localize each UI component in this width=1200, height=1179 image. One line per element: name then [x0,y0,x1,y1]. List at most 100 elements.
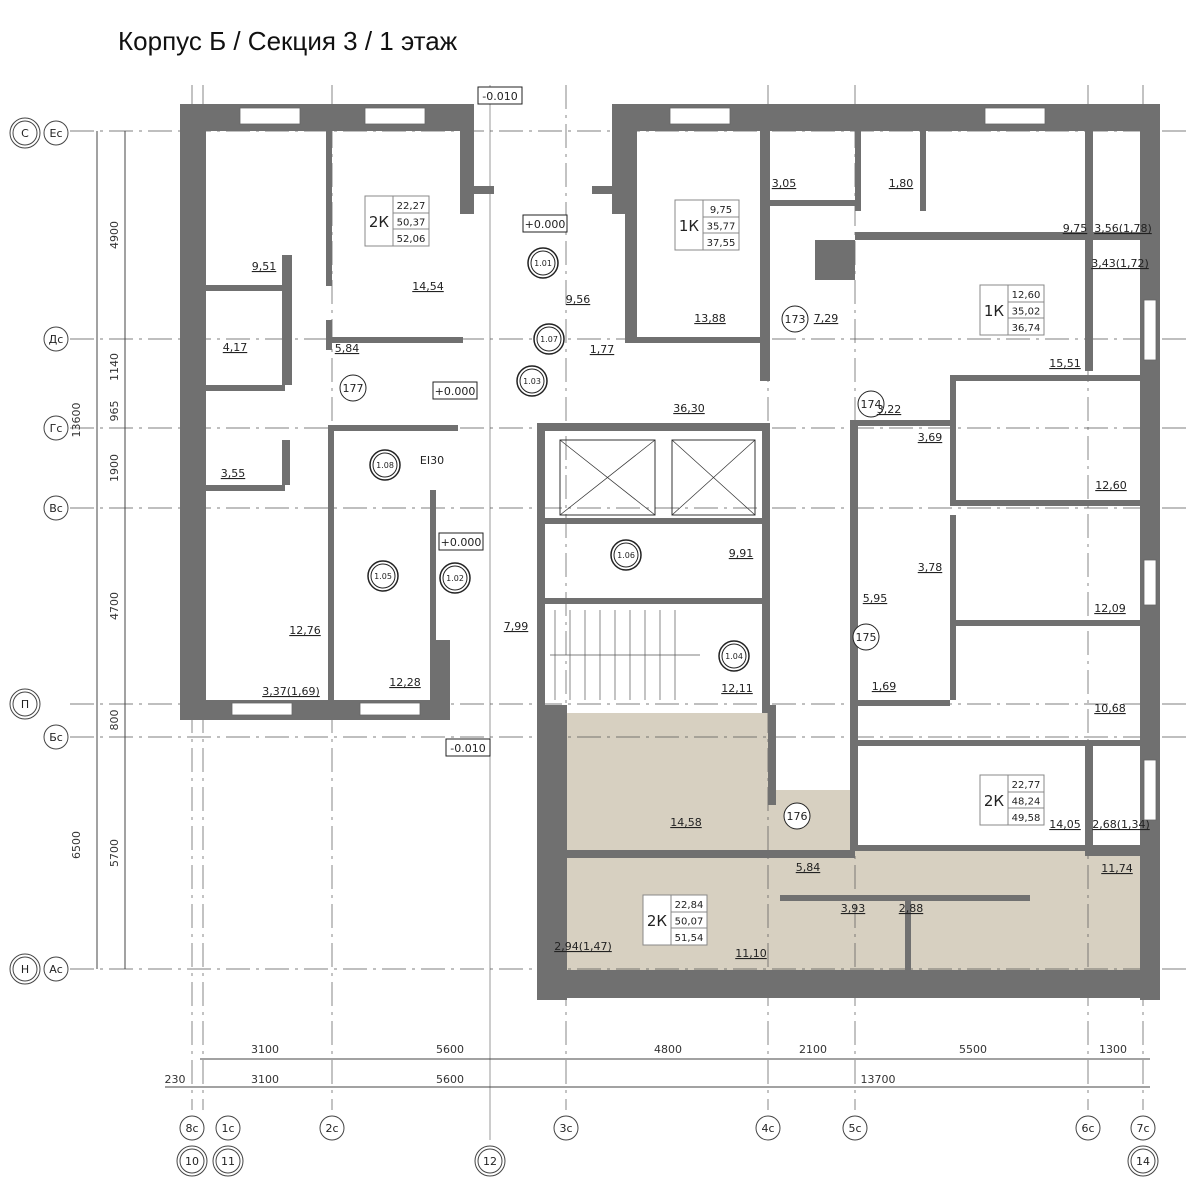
room-number-circle [533,323,565,355]
axis-label: Н [21,963,29,976]
dimension-label: 13600 [70,403,83,438]
room-area: 3,22 [877,403,902,416]
wall [855,232,1140,240]
axis-label: Бс [49,731,63,744]
apartment-area-value: 49,58 [1012,813,1041,824]
axis-bubble-inner [12,120,38,146]
room-area: 7,99 [504,620,529,633]
wall [592,186,614,194]
room-number: 1.08 [376,461,394,470]
wall [282,440,290,485]
wall [545,598,770,604]
level-mark: +0.000 [525,218,566,231]
apartment-number: 173 [785,313,806,326]
room-area: 9,91 [729,547,754,560]
wall [855,420,950,426]
axis-bubble [179,1115,205,1141]
apartment-area-value: 51,54 [675,933,704,944]
level-mark: -0.010 [482,90,517,103]
axis-bubble [43,326,69,352]
wall [950,375,1140,381]
axis-label: Вс [49,502,63,515]
room-number-circle [439,562,471,594]
axis-bubble [43,495,69,521]
apartment-area-value: 37,55 [707,238,736,249]
room-area: 15,51 [1049,357,1081,370]
room-number: 1.03 [523,377,541,386]
wall [855,700,950,706]
dimension-label: 5600 [436,1043,464,1056]
wall [180,104,206,720]
axis-bubble [43,120,69,146]
room-number-circle-inner [536,326,562,352]
axis-bubble-inner [215,1148,241,1174]
room-area: 5,95 [863,592,888,605]
room-area: 3,69 [918,431,943,444]
axis-label: 8с [185,1122,198,1135]
wall [537,423,545,713]
wall [326,320,332,350]
elevator-cross [671,439,756,516]
axis-label: 11 [221,1155,235,1168]
axis-bubble [43,956,69,982]
wall [760,131,770,381]
room-number: 1.01 [534,259,552,268]
level-mark-box [432,381,478,400]
apartment-type: 2К [984,792,1005,810]
room-area: 5,84 [335,342,360,355]
wall [855,740,1140,746]
room-number: 1.05 [374,572,392,581]
wall [765,200,855,206]
wall [328,425,458,431]
axis-bubble [9,117,41,149]
apartment-number: 177 [343,382,364,395]
apartment-summary-box [674,199,740,251]
wall [950,515,956,700]
wall [855,845,1140,851]
axis-label: П [21,698,29,711]
room-number-circle-inner [372,452,398,478]
axis-bubble [212,1145,244,1177]
window [359,702,421,716]
wall [815,240,855,280]
axis-bubble [474,1145,506,1177]
axis-bubble [553,1115,579,1141]
room-number-circle-inner [519,368,545,394]
axis-label: 12 [483,1155,497,1168]
room-area: 9,51 [252,260,277,273]
level-mark-box [522,214,568,233]
wall [545,970,1160,998]
apartment-area-value: 50,07 [675,917,704,928]
wall [762,423,770,713]
wall [430,490,436,640]
room-number: 1.04 [725,652,743,661]
room-area: 1,77 [590,343,615,356]
dimension-label: 965 [108,401,121,422]
wall [326,131,332,286]
window [231,702,293,716]
wall [1140,104,1160,1000]
axis-label: Ас [49,963,63,976]
room-number-circle-inner [530,250,556,276]
elevator-shaft [559,439,656,516]
room-area: 3,93 [841,902,866,915]
dimension-label: 4800 [654,1043,682,1056]
wall [472,186,494,194]
room-number: 1.06 [617,551,635,560]
axis-label: 5с [848,1122,861,1135]
room-area: 2,94(1,47) [554,940,612,953]
room-area: 7,29 [814,312,839,325]
room-number-circle-inner [370,563,396,589]
axis-bubble [176,1145,208,1177]
wall [205,285,285,291]
axis-bubble [842,1115,868,1141]
apartment-summary-box [979,774,1045,826]
apartment-area-value: 35,02 [1012,307,1041,318]
apartment-area-value: 52,06 [397,234,426,245]
room-number-circle [367,560,399,592]
apartment-type: 2К [369,213,390,231]
apartment-number-circle [783,802,811,830]
apartment-type: 2К [647,912,668,930]
fire-rating-label: EI30 [420,454,444,467]
room-area: 36,30 [673,402,705,415]
